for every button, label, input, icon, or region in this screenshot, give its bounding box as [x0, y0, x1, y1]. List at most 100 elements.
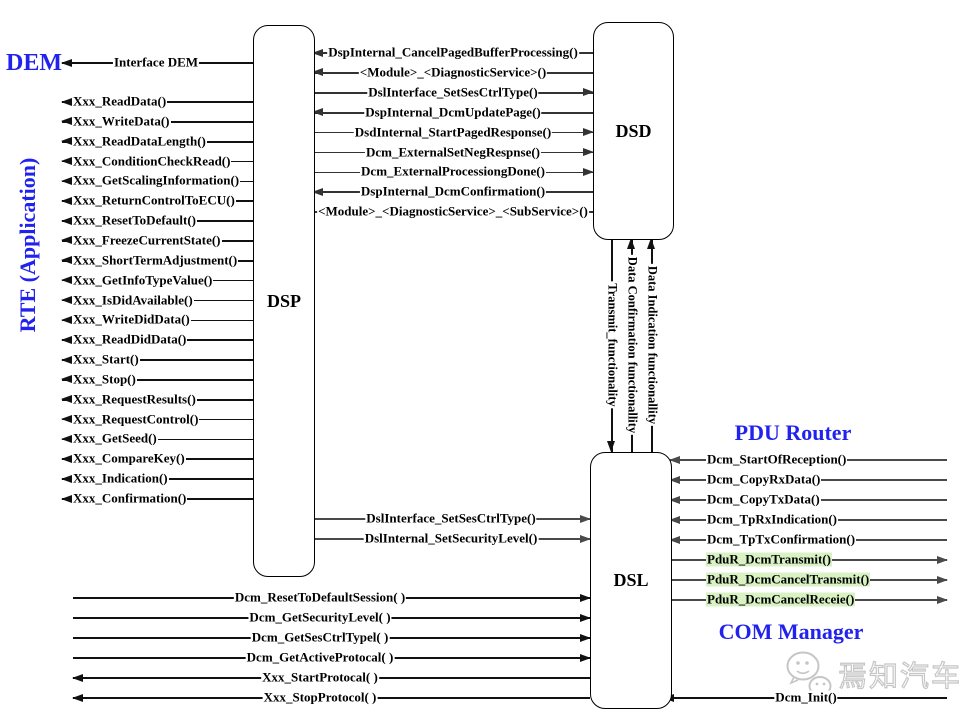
arrowhead-right-icon [937, 575, 948, 584]
connector-label: DslInterface_SetSesCtrlType() [365, 510, 537, 526]
pdu-router-title: PDU Router [734, 420, 852, 445]
arrowhead-left-icon [61, 335, 72, 344]
arrowhead-left-icon [61, 137, 72, 146]
dsd-module-label: DSD [615, 120, 652, 141]
connector-label: PduR_DcmTransmit() [706, 551, 832, 567]
arrowhead-left-icon [312, 68, 323, 77]
arrowhead-up-icon [647, 238, 655, 249]
connector-label: Xxx_ResetToDefault() [72, 212, 197, 228]
arrowhead-right-icon [580, 514, 591, 523]
connector-label: Dcm_Init() [774, 689, 838, 705]
dsl-module-label: DSL [613, 570, 649, 590]
connector-label: PduR_DcmCancelReceie() [706, 591, 856, 607]
connector-label: Xxx_ReturnControlToECU() [72, 192, 236, 208]
connector-line [62, 359, 253, 361]
connector-label: Xxx_WriteDidData() [72, 311, 191, 327]
arrowhead-left-icon [61, 355, 72, 364]
connector-label: Xxx_Start() [72, 351, 140, 367]
connector-label: PduR_DcmCancelTransmit() [706, 571, 871, 587]
arrowhead-left-icon [61, 176, 72, 185]
arrowhead-down-icon [607, 441, 615, 452]
connector-label: Xxx_GetSeed() [72, 430, 158, 446]
arrowhead-left-icon [669, 495, 680, 504]
watermark-text: 焉知汽车 [837, 658, 963, 693]
arrowhead-left-icon [61, 315, 72, 324]
arrowhead-right-icon [580, 613, 591, 622]
arrowhead-left-icon [61, 454, 72, 463]
connector-label: Xxx_ReadDidData() [72, 331, 188, 347]
connector-label: Transmit_functionality [604, 281, 620, 409]
arrowhead-right-icon [583, 148, 594, 156]
dsd-module-box: DSD [593, 22, 674, 240]
connector-label: DspInternal_DcmConfirmation() [359, 183, 547, 199]
connector-label: Xxx_IsDidAvailable() [72, 291, 194, 307]
arrowhead-right-icon [583, 128, 594, 137]
arrowhead-left-icon [61, 276, 72, 285]
connector-label: <Module>_<DiagnosticService>() [358, 64, 548, 80]
connector-label: Data Indication functionallity [644, 263, 660, 427]
dsp-module-label: DSP [266, 290, 301, 311]
arrowhead-right-icon [583, 88, 594, 97]
connector-label: Dcm_CopyTxData() [706, 491, 821, 507]
connector-label: Xxx_Stop() [72, 371, 137, 387]
dem-title: DEM [6, 50, 62, 76]
connector-label: <Module>_<DiagnosticService>_<SubService… [317, 203, 589, 219]
arrowhead-left-icon [61, 236, 72, 245]
connector-label: Xxx_Indication() [72, 470, 169, 486]
rte-application-title: RTE (Application) [15, 157, 40, 333]
dsl-module-box: DSL [590, 452, 672, 709]
connector-label: Data Confirmation functionallity [624, 254, 640, 436]
connector-label: Dcm_GetActiveProtocal( ) [245, 649, 395, 665]
connector-label: Xxx_GetScalingInformation() [72, 172, 241, 188]
arrowhead-left-icon [669, 475, 680, 484]
connector-label: Xxx_ReadData() [72, 93, 168, 109]
arrowhead-right-icon [580, 633, 591, 642]
com-manager-title: COM Manager [718, 619, 864, 644]
connector-label: Xxx_CompareKey() [72, 450, 186, 466]
connector-label: Dcm_ExternalProcessiongDone() [360, 163, 546, 179]
connector-label: Xxx_ShortTermAdjustment() [72, 252, 239, 268]
connector-label: Dcm_CopyRxData() [706, 471, 822, 487]
arrowhead-left-icon [61, 58, 72, 67]
connector-label: DslInterface_SetSesCtrlType() [367, 84, 539, 100]
arrowhead-right-icon [583, 167, 594, 176]
connector-label: Dcm_ResetToDefaultSession( ) [233, 589, 407, 605]
arrowhead-left-icon [61, 395, 72, 404]
arrowhead-left-icon [61, 415, 72, 424]
connector-label: Interface DEM [112, 54, 200, 70]
connector-label: Xxx_Confirmation() [72, 490, 188, 506]
arrowhead-right-icon [580, 534, 591, 543]
wechat-bubbles-icon [786, 651, 832, 696]
connector-label: Dcm_GetSesCtrlTypel( ) [250, 629, 390, 645]
arrowhead-left-icon [72, 673, 83, 682]
arrowhead-left-icon [61, 196, 72, 205]
connector-line [62, 379, 253, 381]
connector-label: Xxx_StartProtocal( ) [261, 669, 379, 685]
arrowhead-left-icon [61, 216, 72, 225]
arrowhead-left-icon [72, 693, 83, 702]
connector-label: DsdInternal_StartPagedResponse() [353, 124, 553, 140]
connector-label: DspInternal_DcmUpdatePage() [364, 104, 542, 120]
arrowhead-left-icon [312, 48, 323, 57]
connector-label: DspInternal_CancelPagedBufferProcessing(… [327, 44, 579, 60]
arrowhead-left-icon [312, 187, 323, 196]
connector-label: Dcm_GetSecurityLevel( ) [248, 609, 392, 625]
connector-label: Xxx_GetInfoTypeValue() [72, 272, 214, 288]
arrowhead-left-icon [61, 434, 72, 443]
arrowhead-left-icon [61, 157, 72, 166]
connector-label: Dcm_TpTxConfirmation() [706, 531, 857, 547]
arrowhead-left-icon [61, 494, 72, 503]
connector-label: DslInternal_SetSecurityLevel() [363, 530, 539, 546]
connector-label: Xxx_StopProtocol( ) [262, 689, 378, 705]
connector-label: Xxx_WriteData() [72, 113, 171, 129]
arrowhead-left-icon [61, 117, 72, 126]
connector-label: Xxx_RequestResults() [72, 391, 197, 407]
connector-label: Xxx_ReadDataLength() [72, 133, 207, 149]
arrowhead-left-icon [669, 515, 680, 524]
arrowhead-right-icon [580, 653, 591, 662]
arrowhead-left-icon [312, 108, 323, 117]
arrowhead-left-icon [61, 296, 72, 304]
arrowhead-right-icon [937, 595, 948, 604]
arrowhead-up-icon [627, 238, 635, 249]
arrowhead-left-icon [61, 97, 72, 106]
